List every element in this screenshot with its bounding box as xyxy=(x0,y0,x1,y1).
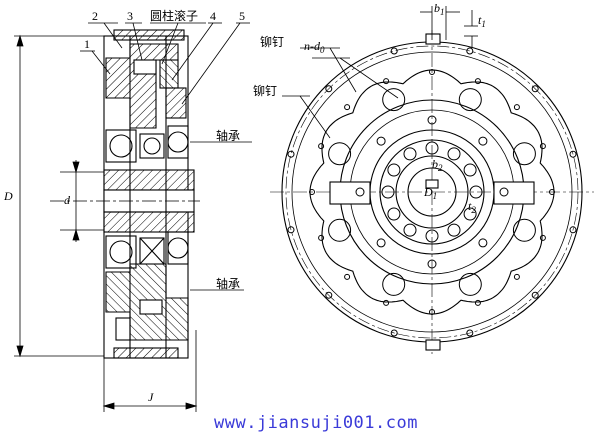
flange-hole xyxy=(458,88,482,112)
rivet-hole xyxy=(429,309,435,315)
roller xyxy=(447,147,461,161)
outer-bolt-hole xyxy=(325,291,333,299)
flange-hole xyxy=(382,272,406,296)
side-leaders xyxy=(14,22,252,412)
roller xyxy=(381,185,395,199)
part-number-3: 3 xyxy=(127,9,133,23)
dim-t2-main: t xyxy=(468,199,472,213)
dim-t1-label: t1 xyxy=(478,13,486,29)
part-number-2: 2 xyxy=(92,9,98,23)
rivet-hole xyxy=(344,104,351,111)
dim-b2-main: b xyxy=(432,157,438,171)
dim-t2-sub: 2 xyxy=(471,205,476,215)
dim-t1-sub: 1 xyxy=(481,19,486,29)
mid-ring-hole xyxy=(376,238,386,248)
rivet-hole xyxy=(383,299,390,306)
rivet-label-2: 铆钉 xyxy=(253,83,277,98)
rivet-hole xyxy=(429,69,435,75)
rivet-hole xyxy=(539,234,546,241)
roller xyxy=(403,147,417,161)
flange-hole xyxy=(512,218,536,242)
mid-ring-hole xyxy=(376,136,386,146)
outer-bolt-hole xyxy=(569,150,577,158)
part-number-4: 4 xyxy=(210,9,216,23)
bearing-label-top: 轴承 xyxy=(216,128,240,143)
dim-J-label: J xyxy=(148,390,154,404)
dim-D-label: D xyxy=(3,189,13,203)
mid-ring-hole xyxy=(499,187,509,197)
dim-b1-sub: 1 xyxy=(440,7,445,17)
rivet-hole xyxy=(513,273,520,280)
roller xyxy=(463,163,477,177)
flange-hole xyxy=(328,218,352,242)
mid-ring-hole xyxy=(427,259,437,269)
rivet-hole xyxy=(474,299,481,306)
mid-ring-hole xyxy=(478,136,488,146)
mid-ring-hole xyxy=(355,187,365,197)
flange-hole xyxy=(382,88,406,112)
rivet-hole xyxy=(383,78,390,85)
roller xyxy=(387,207,401,221)
dim-b2-sub: 2 xyxy=(438,163,443,173)
dim-d-label: d xyxy=(64,193,71,207)
part-number-1: 1 xyxy=(84,37,90,51)
watermark: www.jiansuji001.com xyxy=(214,413,418,433)
hole-label-sub: 0 xyxy=(320,45,325,55)
hole-label-main: n-d xyxy=(304,39,321,53)
outer-bolt-hole xyxy=(287,150,295,158)
hole-label: n-d0 xyxy=(304,39,325,55)
side-section-view xyxy=(50,29,200,359)
roller-label: 圆柱滚子 xyxy=(150,8,198,23)
roller xyxy=(425,141,439,155)
roller xyxy=(387,163,401,177)
front-view xyxy=(270,30,594,354)
rivet-hole xyxy=(539,143,546,150)
outer-bolt-hole xyxy=(287,226,295,234)
dim-t1-main: t xyxy=(478,13,482,27)
dim-D1-sub: 1 xyxy=(433,191,438,201)
outer-bolt-hole xyxy=(466,329,474,337)
mid-ring-hole xyxy=(427,115,437,125)
dim-b1-main: b xyxy=(434,1,440,15)
dim-D1-main: D xyxy=(423,185,433,199)
outer-bolt-hole xyxy=(531,85,539,93)
roller xyxy=(425,229,439,243)
roller xyxy=(463,207,477,221)
part-number-5: 5 xyxy=(239,9,245,23)
outer-bolt-hole xyxy=(531,291,539,299)
rivet-hole xyxy=(474,78,481,85)
outer-bolt-hole xyxy=(325,85,333,93)
front-leaders xyxy=(282,6,478,139)
rivet-hole xyxy=(318,234,325,241)
rivet-hole xyxy=(344,273,351,280)
mid-ring-hole xyxy=(478,238,488,248)
outer-bolt-hole xyxy=(390,329,398,337)
outer-bolt-hole xyxy=(466,47,474,55)
flange-hole xyxy=(458,272,482,296)
flange-hole xyxy=(328,142,352,166)
roller xyxy=(469,185,483,199)
roller xyxy=(403,223,417,237)
rivet-label-1: 铆钉 xyxy=(260,34,284,49)
dim-D1-label: D1 xyxy=(423,185,437,201)
rivet-hole xyxy=(318,143,325,150)
flange-hole xyxy=(512,142,536,166)
front-holes xyxy=(287,47,577,337)
outer-bolt-hole xyxy=(390,47,398,55)
roller xyxy=(447,223,461,237)
dim-b1-label: b1 xyxy=(434,1,445,17)
dim-b2-label: b2 xyxy=(432,157,443,173)
rivet-hole xyxy=(549,189,555,195)
outer-bolt-hole xyxy=(569,226,577,234)
rivet-hole xyxy=(513,104,520,111)
bearing-label-bottom: 轴承 xyxy=(216,276,240,291)
dim-t2-label: t2 xyxy=(468,199,476,215)
rivet-hole xyxy=(309,189,315,195)
